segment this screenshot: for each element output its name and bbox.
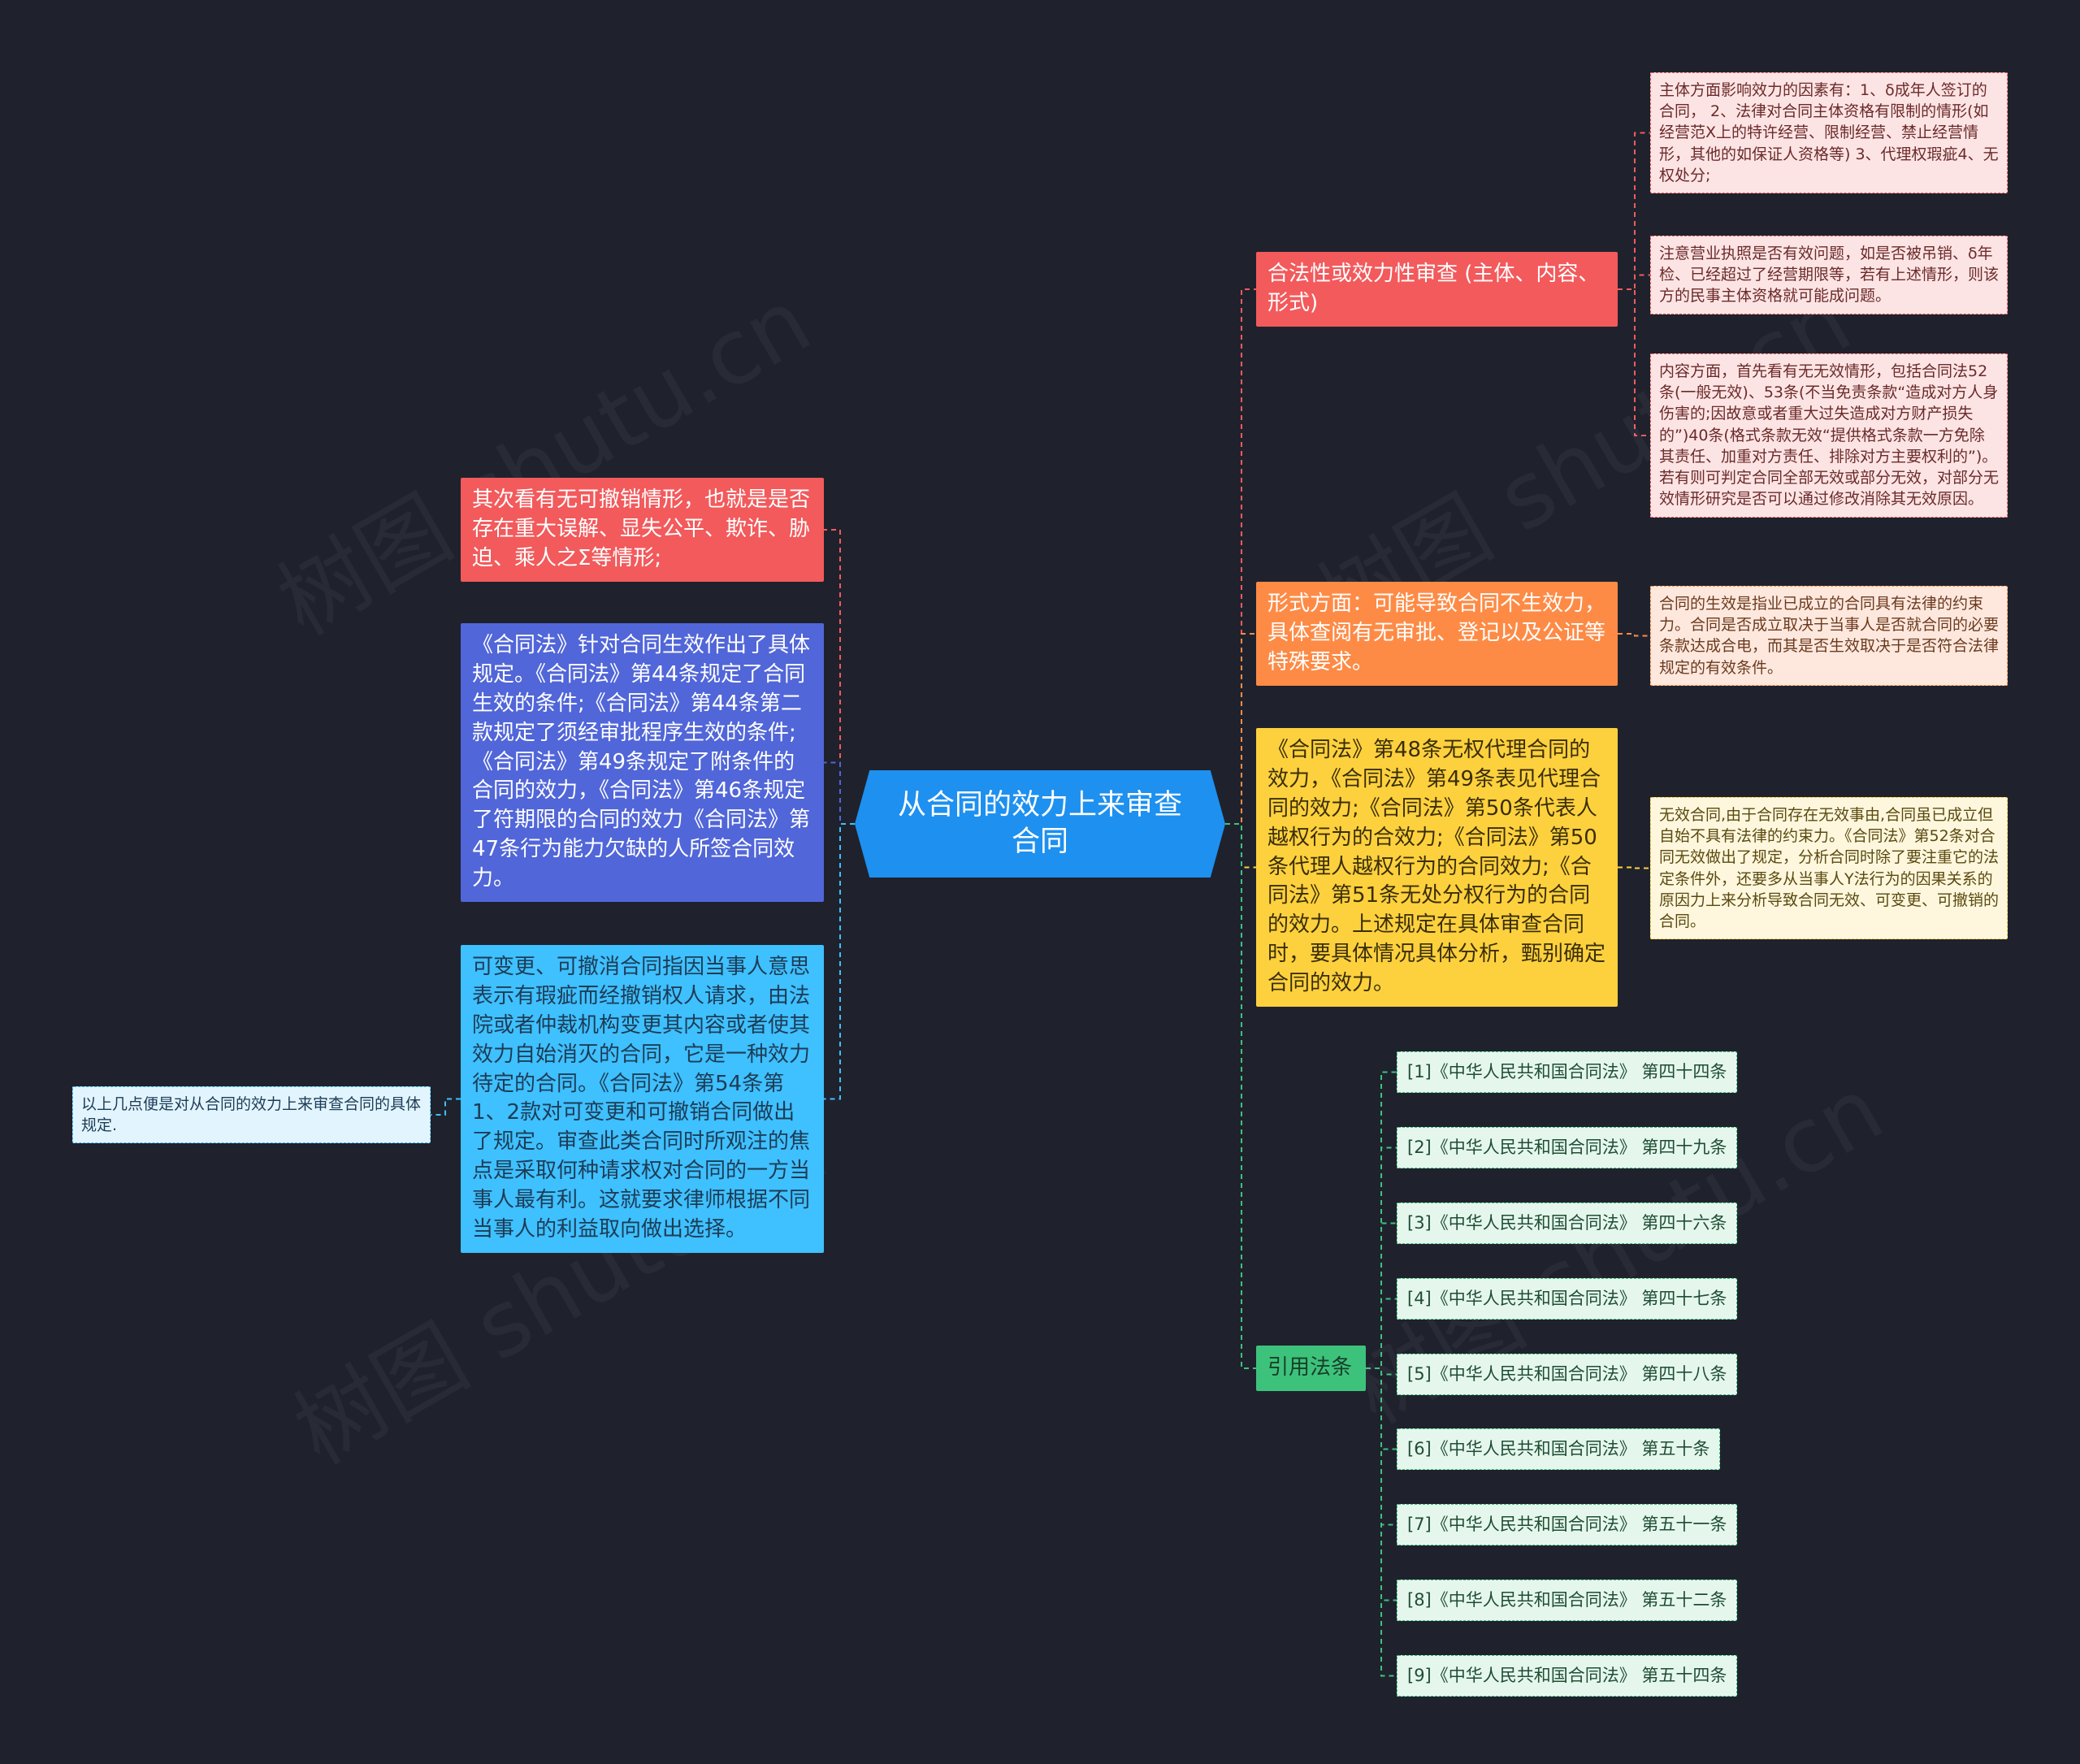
citation-item[interactable]: [7]《中华人民共和国合同法》 第五十一条 [1397, 1504, 1738, 1545]
citations-title: 引用法条 [1268, 1355, 1353, 1380]
citation-item[interactable]: [6]《中华人民共和国合同法》 第五十条 [1397, 1428, 1721, 1470]
connector-line [1366, 1298, 1397, 1369]
legality-review-node[interactable]: 合法性或效力性审查 (主体、内容、形式) [1256, 252, 1618, 327]
effect-rules-node[interactable]: 《合同法》针对合同生效作出了具体规定。《合同法》第44条规定了合同生效的条件;《… [461, 623, 824, 902]
form-review-text: 形式方面：可能导致合同不生效力，具体查阅有无审批、登记以及公证等特殊要求。 [1268, 592, 1606, 674]
conclusion-text: 以上几点便是对从合同的效力上来审查合同的具体规定. [81, 1095, 422, 1135]
agency-effect-text: 《合同法》第48条无权代理合同的效力，《合同法》第49条表见代理合同的效力;《合… [1268, 738, 1606, 995]
citation-text: [5]《中华人民共和国合同法》 第四十八条 [1407, 1364, 1727, 1384]
agency-effect-node[interactable]: 《合同法》第48条无权代理合同的效力，《合同法》第49条表见代理合同的效力;《合… [1256, 728, 1618, 1007]
connector-line [824, 529, 855, 825]
connector-line [1618, 633, 1650, 637]
citation-item[interactable]: [9]《中华人民共和国合同法》 第五十四条 [1397, 1655, 1738, 1697]
connector-line [1366, 1367, 1397, 1677]
connector-line [1225, 823, 1256, 1369]
connector-line [824, 761, 855, 825]
citation-item[interactable]: [5]《中华人民共和国合同法》 第四十八条 [1397, 1354, 1738, 1395]
citation-text: [7]《中华人民共和国合同法》 第五十一条 [1407, 1515, 1727, 1534]
effectiveness-definition-text: 合同的生效是指业已成立的合同具有法律的约束力。合同是否成立取决于当事人是否就合同… [1659, 595, 2000, 677]
citation-item[interactable]: [3]《中华人民共和国合同法》 第四十六条 [1397, 1203, 1738, 1244]
citation-item[interactable]: [1]《中华人民共和国合同法》 第四十四条 [1397, 1051, 1738, 1093]
content-review-node[interactable]: 内容方面，首先看有无无效情形，包括合同法52条(一般无效)、53条(不当免责条款… [1650, 353, 2008, 518]
void-contract-node[interactable]: 无效合同,由于合同存在无效事由,合同虽已成立但自始不具有法律的约束力。《合同法》… [1650, 797, 2008, 940]
citation-text: [1]《中华人民共和国合同法》 第四十四条 [1407, 1062, 1727, 1081]
citation-text: [3]《中华人民共和国合同法》 第四十六条 [1407, 1213, 1727, 1233]
connector-line [1225, 633, 1256, 825]
connector-line [1618, 866, 1650, 869]
connector-line [1618, 274, 1650, 290]
citation-text: [8]《中华人民共和国合同法》 第五十二条 [1407, 1590, 1727, 1610]
citation-item[interactable]: [8]《中华人民共和国合同法》 第五十二条 [1397, 1580, 1738, 1621]
changeable-contract-text: 可变更、可撤消合同指因当事人意思表示有瑕疵而经撤销权人请求，由法院或者仲裁机构变… [472, 955, 811, 1242]
subject-factors-text: 主体方面影响效力的因素有：1、δ成年人签订的合同， 2、法律对合同主体资格有限制… [1659, 81, 1999, 184]
form-review-node[interactable]: 形式方面：可能导致合同不生效力，具体查阅有无审批、登记以及公证等特殊要求。 [1256, 582, 1618, 686]
business-license-node[interactable]: 注意营业执照是否有效问题，如是否被吊销、δ年检、已经超过了经营期限等，若有上述情… [1650, 236, 2008, 314]
citation-text: [2]《中华人民共和国合同法》 第四十九条 [1407, 1138, 1727, 1157]
subject-factors-node[interactable]: 主体方面影响效力的因素有：1、δ成年人签订的合同， 2、法律对合同主体资格有限制… [1650, 72, 2008, 194]
legality-review-text: 合法性或效力性审查 (主体、内容、形式) [1268, 262, 1600, 315]
void-contract-text: 无效合同,由于合同存在无效事由,合同虽已成立但自始不具有法律的约束力。《合同法》… [1659, 806, 2000, 931]
conclusion-node[interactable]: 以上几点便是对从合同的效力上来审查合同的具体规定. [72, 1086, 431, 1144]
citation-text: [6]《中华人民共和国合同法》 第五十条 [1407, 1439, 1710, 1458]
revocable-text: 其次看有无可撤销情形，也就是是否存在重大误解、显失公平、欺诈、胁迫、乘人之Σ等情… [472, 488, 811, 570]
citation-text: [9]《中华人民共和国合同法》 第五十四条 [1407, 1666, 1727, 1685]
central-topic[interactable]: 从合同的效力上来审查合同 [855, 770, 1225, 878]
central-topic-label: 从合同的效力上来审查合同 [897, 788, 1182, 859]
effectiveness-definition-node[interactable]: 合同的生效是指业已成立的合同具有法律的约束力。合同是否成立取决于当事人是否就合同… [1650, 586, 2008, 686]
connector-line [431, 1098, 461, 1116]
changeable-contract-node[interactable]: 可变更、可撤消合同指因当事人意思表示有瑕疵而经撤销权人请求，由法院或者仲裁机构变… [461, 945, 824, 1253]
connector-line [1366, 1367, 1397, 1601]
connector-line [1618, 132, 1650, 290]
business-license-text: 注意营业执照是否有效问题，如是否被吊销、δ年检、已经超过了经营期限等，若有上述情… [1659, 245, 2000, 306]
citation-item[interactable]: [4]《中华人民共和国合同法》 第四十七条 [1397, 1278, 1738, 1320]
connector-line [1225, 288, 1256, 825]
connector-line [1618, 288, 1650, 436]
citations-node[interactable]: 引用法条 [1256, 1346, 1366, 1391]
citation-text: [4]《中华人民共和国合同法》 第四十七条 [1407, 1289, 1727, 1308]
effect-rules-text: 《合同法》针对合同生效作出了具体规定。《合同法》第44条规定了合同生效的条件;《… [472, 633, 811, 891]
connector-line [824, 823, 855, 1100]
citation-item[interactable]: [2]《中华人民共和国合同法》 第四十九条 [1397, 1127, 1738, 1168]
revocable-node[interactable]: 其次看有无可撤销情形，也就是是否存在重大误解、显失公平、欺诈、胁迫、乘人之Σ等情… [461, 478, 824, 582]
content-review-text: 内容方面，首先看有无无效情形，包括合同法52条(一般无效)、53条(不当免责条款… [1659, 362, 2000, 509]
